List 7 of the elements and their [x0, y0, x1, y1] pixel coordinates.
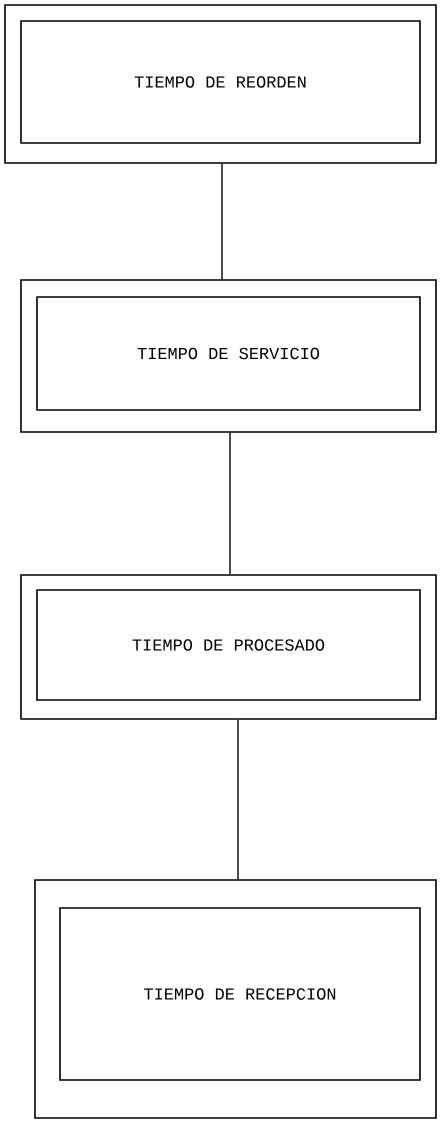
double-frame-box: TIEMPO DE PROCESADO — [20, 574, 437, 720]
double-frame-box: TIEMPO DE SERVICIO — [20, 279, 437, 433]
connector-line — [221, 163, 223, 280]
connector-line — [237, 719, 239, 880]
double-frame-box: TIEMPO DE REORDEN — [4, 4, 437, 164]
double-frame-box: TIEMPO DE RECEPCION — [34, 879, 437, 1119]
connector-line — [229, 432, 231, 575]
